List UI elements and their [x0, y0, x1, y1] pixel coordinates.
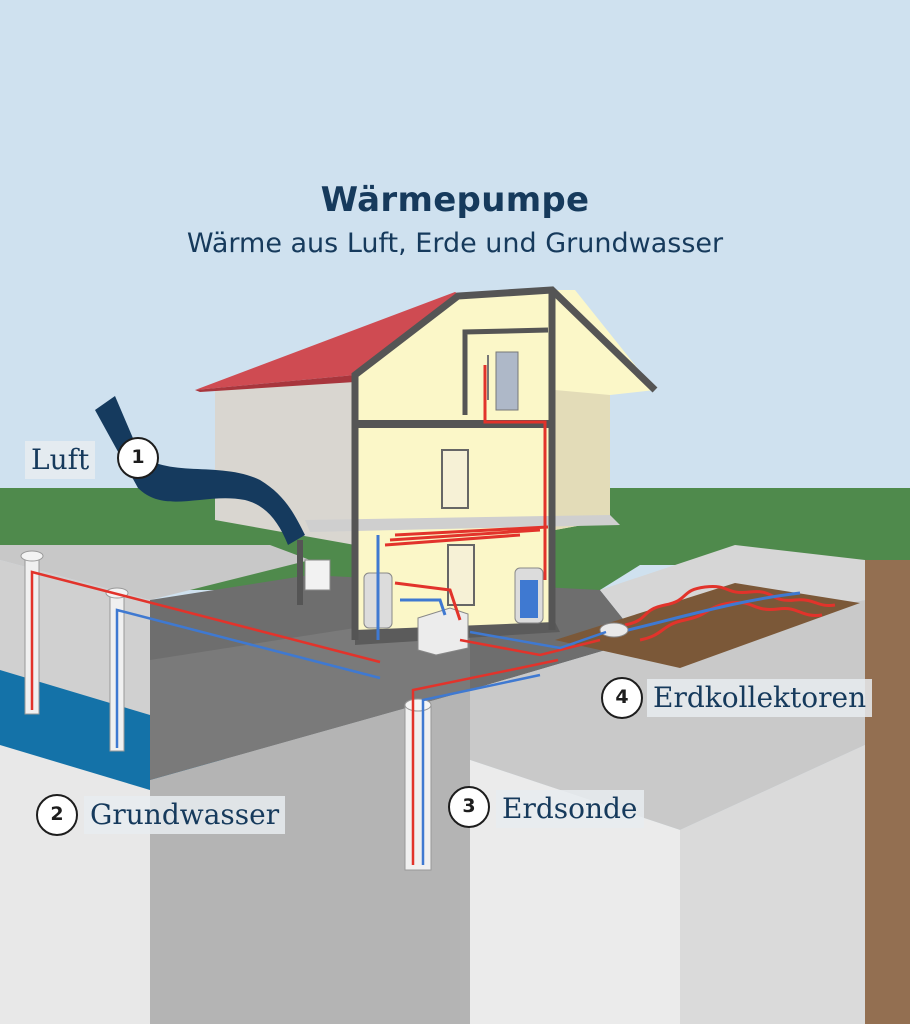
collector-pipe-cold — [619, 591, 801, 634]
collector-feed-cold — [469, 630, 607, 650]
page-subtitle: Wärme aus Luft, Erde und Grundwasser — [186, 228, 724, 259]
label-luft: Luft — [25, 441, 96, 479]
air-arrow — [95, 396, 305, 545]
storage-tank-coil — [520, 580, 538, 618]
page-title: Wärmepumpe — [320, 180, 590, 220]
label-grundwasser: Grundwasser — [84, 796, 286, 834]
probe-pipe-cold — [421, 673, 541, 865]
pipe-warm-wells — [30, 570, 381, 710]
basement-window — [304, 559, 331, 591]
well-1-cap — [20, 550, 44, 562]
attic-room — [462, 327, 549, 415]
house-side-wall — [215, 375, 355, 545]
roof — [195, 292, 470, 390]
badge-3: 3 — [448, 786, 490, 828]
house-interior — [355, 290, 655, 640]
badge-4: 4 — [601, 677, 643, 719]
collector-pipe-warm — [624, 584, 836, 627]
heat-pump-unit — [417, 607, 469, 656]
roof-edge — [195, 375, 355, 392]
probe-pipe-warm — [411, 658, 559, 865]
badge-1: 1 — [117, 437, 159, 479]
ground-right-side — [680, 745, 865, 1024]
collector-manifold — [599, 622, 629, 638]
pipe-cold-wells — [115, 608, 381, 748]
earth-probe — [404, 704, 432, 871]
collector-pipe-warm-2 — [639, 601, 823, 642]
floor-heating — [384, 525, 549, 547]
badge-2: 2 — [36, 794, 78, 836]
label-erdkollektoren: Erdkollektoren — [647, 679, 873, 717]
ground-center-mid — [150, 610, 470, 780]
shower — [495, 351, 519, 411]
earth-probe-cap — [404, 698, 432, 712]
pipe-warm-house — [394, 365, 547, 621]
soil-strip — [865, 560, 910, 1024]
door-ground-floor — [441, 449, 469, 509]
collector-feed-warm — [459, 638, 601, 657]
label-erdsonde: Erdsonde — [496, 790, 644, 828]
pipe-cold-house — [376, 535, 447, 640]
house-frame — [351, 286, 658, 640]
floor-middle — [305, 515, 620, 532]
earth-collector-field — [555, 583, 860, 668]
house-right-wall — [555, 390, 610, 530]
ground-left-top — [0, 545, 310, 600]
ground-center-face — [150, 690, 470, 1024]
